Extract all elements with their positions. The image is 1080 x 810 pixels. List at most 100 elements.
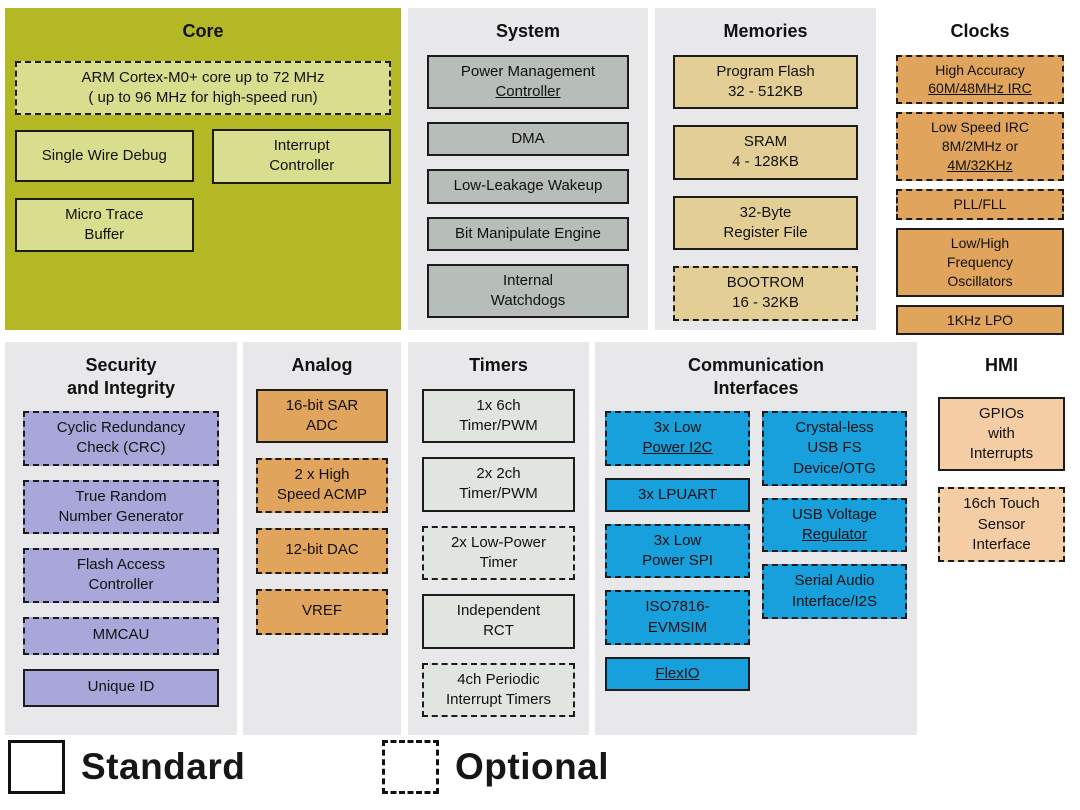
block-line: ARM Cortex-M0+ core up to 72 MHz <box>81 68 325 86</box>
block-line: Low/High <box>950 234 1010 251</box>
legend-standard-item: Standard <box>8 740 245 794</box>
block-line: FlexIO <box>655 664 700 682</box>
legend-optional-label: Optional <box>455 746 610 787</box>
dma-block: DMA <box>426 122 630 157</box>
block-line: ( up to 96 MHz for high-speed run) <box>88 88 318 106</box>
block-line: VREF <box>301 602 342 620</box>
block-line: USB FS <box>807 439 862 457</box>
block-line: Unique ID <box>87 678 155 696</box>
section-core-blocks: ARM Cortex-M0+ core up to 72 MHz ( up to … <box>15 60 391 252</box>
block-line: True Random <box>75 487 167 505</box>
block-line: Timer/PWM <box>459 416 538 434</box>
section-hmi-title: HMI <box>985 355 1018 375</box>
block-line: Number Generator <box>58 507 184 525</box>
block-line: DMA <box>511 130 545 147</box>
block-line: 4 - 128KB <box>732 153 799 171</box>
block-line: 3x Low <box>653 531 702 549</box>
block-line: 2 x High <box>294 466 350 483</box>
block-line: 4M/32KHz <box>947 157 1013 174</box>
block-line: RCT <box>483 622 514 640</box>
block-line: Program Flash <box>716 62 815 80</box>
block-line: Serial Audio <box>794 572 875 590</box>
arm-cortex-m0-block: ARM Cortex-M0+ core up to 72 MHz ( up to … <box>15 60 391 115</box>
block-line: Controller <box>495 82 561 100</box>
unique-id-block: Unique ID <box>23 668 219 707</box>
block-line: 32 - 512KB <box>727 82 804 100</box>
block-line: Power Management <box>460 62 596 80</box>
block-line: Register File <box>723 223 808 241</box>
block-line: 4ch Periodic <box>457 670 540 688</box>
section-memories: Memories Program Flash 32 - 512KB SRAM 4 - … <box>655 8 876 330</box>
block-line: PLL/FLL <box>953 195 1007 212</box>
legend-optional-item: Optional <box>382 740 609 794</box>
section-memories-title: Memories <box>723 21 808 41</box>
block-line: Low Speed IRC <box>930 119 1030 136</box>
block-line: Internal <box>502 271 554 289</box>
block-line: Controller <box>88 576 154 594</box>
block-line: MMCAU <box>92 626 150 644</box>
block-line: Buffer <box>84 225 125 243</box>
block-line: Low-Leakage Wakeup <box>453 177 603 195</box>
low-leakage-wakeup-block: Low-Leakage Wakeup <box>426 169 630 204</box>
block-line: Flash Access <box>76 556 166 573</box>
iso7816-evmsim-block: ISO7816-EVMSIM <box>605 590 750 645</box>
section-security-title: Security and Integrity <box>66 355 175 398</box>
bit-manipulate-engine-block: Bit Manipulate Engine <box>426 216 630 251</box>
block-line: Speed ACMP <box>276 486 368 504</box>
block-line: GPIOs <box>978 404 1024 422</box>
legend-standard-swatch <box>8 740 65 794</box>
block-line: USB Voltage <box>791 505 878 523</box>
block-line: ADC <box>306 416 338 434</box>
sram-block: SRAM 4 - 128KB <box>673 125 858 180</box>
block-line: Micro Trace <box>65 205 144 223</box>
pll-fll-block: PLL/FLL <box>895 188 1065 220</box>
block-line: Cyclic Redundancy <box>56 419 186 436</box>
block-line: Timer/PWM <box>459 485 538 503</box>
block-line: with <box>988 424 1015 442</box>
block-line: Crystal-less <box>795 419 874 436</box>
flexio-block[interactable]: FlexIO <box>605 656 750 691</box>
section-clocks-title: Clocks <box>950 21 1010 41</box>
block-line: Interrupt Timers <box>445 690 552 708</box>
block-line: SRAM <box>743 133 788 150</box>
legend: Standard Optional <box>0 740 1080 806</box>
vref-block: VREF <box>256 588 388 635</box>
section-security: Security and Integrity Cyclic Redundancy… <box>5 342 237 735</box>
block-line: Independent <box>456 602 541 619</box>
legend-standard-label: Standard <box>81 746 246 787</box>
block-line: Sensor <box>977 515 1026 533</box>
section-comm-title: Communication Interfaces <box>687 355 824 398</box>
block-line: 2x 2ch <box>476 465 521 482</box>
